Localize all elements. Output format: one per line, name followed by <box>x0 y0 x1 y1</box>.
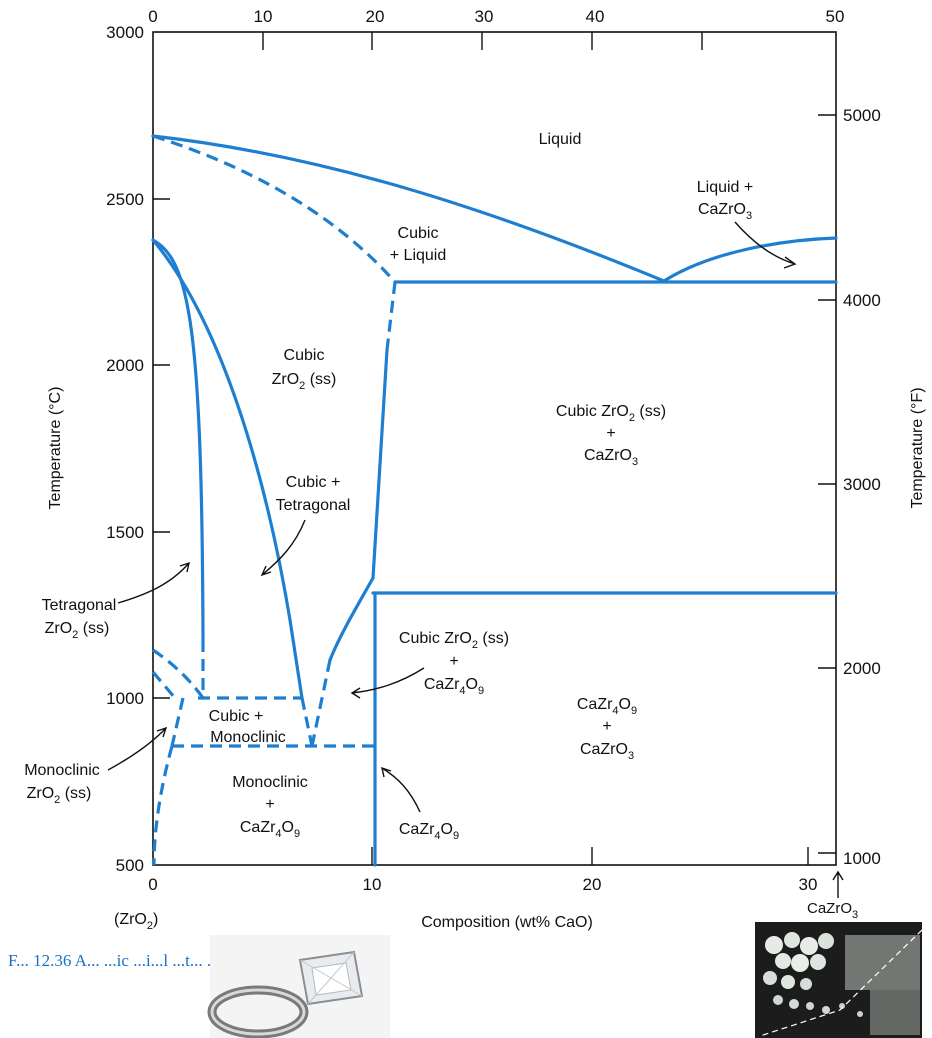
arrow-cubic-cazr4o9 <box>350 667 425 699</box>
label-cubic-zro2-2: ZrO2 (ss) <box>272 371 337 392</box>
right-end-arrow <box>832 870 844 898</box>
plot-frame <box>152 31 837 866</box>
tetragonal-boundary-1 <box>151 238 205 642</box>
arrow-liquid-cazro3 <box>734 221 797 269</box>
top-tick-20: 20 <box>366 7 385 26</box>
monoclinic-boundary-2 <box>151 670 177 700</box>
liquidus-left <box>151 134 666 283</box>
label-cubic-liquid-2: + Liquid <box>390 247 447 264</box>
bottom-tick-20: 20 <box>583 875 602 894</box>
label-tetragonal-2: ZrO2 (ss) <box>45 620 110 641</box>
cubic-boundary-lower-dashed <box>310 659 332 747</box>
region-labels: Liquid Liquid + CaZrO3 Cubic + Liquid Cu… <box>24 131 797 842</box>
label-monoclinic-2: ZrO2 (ss) <box>27 785 92 806</box>
right-end-label: CaZrO3 <box>807 900 858 921</box>
cubic-tetragonal-dashed <box>300 697 314 747</box>
label-cubic-zro2-1: Cubic <box>284 347 325 364</box>
liquidus-right <box>662 236 838 283</box>
arrow-tetragonal <box>117 561 190 604</box>
beads-photo <box>755 922 923 1038</box>
left-tick-2000: 2000 <box>106 356 144 375</box>
top-tick-0: 0 <box>148 7 157 26</box>
label-mono-cazr4o9-plus: + <box>265 796 274 813</box>
top-axis <box>262 32 703 50</box>
left-tick-1000: 1000 <box>106 689 144 708</box>
label-monoclinic-1: Monoclinic <box>24 762 100 779</box>
right-axis <box>818 114 836 854</box>
left-axis-title: Temperature (°C) <box>47 387 64 510</box>
top-tick-50: 50 <box>826 7 845 26</box>
left-tick-2500: 2500 <box>106 190 144 209</box>
left-tick-1500: 1500 <box>106 523 144 542</box>
label-cubic-tetragonal-1: Cubic + <box>286 474 341 491</box>
label-cubic-monoclinic-1: Cubic + <box>209 708 264 725</box>
right-tick-4000: 4000 <box>843 291 881 310</box>
monoclinic-solvus <box>152 745 174 866</box>
bottom-axis-title: Composition (wt% CaO) <box>421 914 593 931</box>
cubic-boundary-dashed <box>385 281 397 351</box>
arrow-cazr4o9 <box>381 766 421 813</box>
label-liquid-cazro3-1: Liquid + <box>697 179 754 196</box>
label-cubic-zro2-cazro3-2: CaZrO3 <box>584 447 638 468</box>
label-tetragonal-1: Tetragonal <box>42 597 117 614</box>
label-liquid: Liquid <box>539 131 582 148</box>
monoclinic-boundary-3 <box>170 697 185 747</box>
label-cazr4o9-cazro3-1: CaZr4O9 <box>577 696 637 717</box>
left-tick-500: 500 <box>116 856 144 875</box>
label-cubic-tetragonal-2: Tetragonal <box>276 497 351 514</box>
bottom-tick-30: 30 <box>799 875 818 894</box>
right-tick-2000: 2000 <box>843 659 881 678</box>
label-cubic-cazr4o9-2: CaZr4O9 <box>424 676 484 697</box>
cubic-boundary-lower <box>328 576 375 662</box>
bottom-axis <box>371 847 809 865</box>
arrow-monoclinic <box>107 726 168 771</box>
left-tick-labels: 500 1000 1500 2000 2500 3000 <box>106 23 144 875</box>
cubic-boundary <box>371 348 389 580</box>
cubic-tetragonal-boundary <box>151 238 304 700</box>
label-cazr4o9: CaZr4O9 <box>399 821 459 842</box>
label-cubic-zro2-cazro3-plus: + <box>606 425 615 442</box>
right-tick-labels: 5000 4000 3000 2000 1000 <box>843 106 881 868</box>
top-tick-30: 30 <box>475 7 494 26</box>
label-cubic-monoclinic-2: Monoclinic <box>210 729 286 746</box>
right-tick-1000: 1000 <box>843 849 881 868</box>
left-tick-3000: 3000 <box>106 23 144 42</box>
label-cubic-zro2-cazro3-1: Cubic ZrO2 (ss) <box>556 403 666 424</box>
label-mono-cazr4o9-1: Monoclinic <box>232 774 308 791</box>
arrow-cubic-tetragonal <box>260 519 306 577</box>
bottom-tick-10: 10 <box>363 875 382 894</box>
top-tick-40: 40 <box>586 7 605 26</box>
solidus-dashed <box>152 134 397 284</box>
label-cubic-liquid-1: Cubic <box>398 225 439 242</box>
ring-photo <box>207 935 390 1038</box>
label-cubic-cazr4o9-1: Cubic ZrO2 (ss) <box>399 630 509 651</box>
label-liquid-cazro3-2: CaZrO3 <box>698 201 752 222</box>
top-tick-labels: 0 10 20 30 40 50 <box>148 7 844 26</box>
right-axis-title: Temperature (°F) <box>909 387 926 508</box>
right-tick-5000: 5000 <box>843 106 881 125</box>
left-axis <box>153 198 170 699</box>
label-cubic-cazr4o9-plus: + <box>449 653 458 670</box>
label-cazr4o9-cazro3-2: CaZrO3 <box>580 741 634 762</box>
phase-boundaries <box>151 134 838 867</box>
right-tick-3000: 3000 <box>843 475 881 494</box>
top-tick-10: 10 <box>254 7 273 26</box>
monoclinic-boundary-1 <box>152 648 205 699</box>
bottom-tick-labels: 0 10 20 30 <box>148 875 817 894</box>
label-cazr4o9-cazro3-plus: + <box>602 718 611 735</box>
label-mono-cazr4o9-2: CaZr4O9 <box>240 819 300 840</box>
bottom-tick-0: 0 <box>148 875 157 894</box>
left-end-label: (ZrO2) <box>114 911 158 932</box>
